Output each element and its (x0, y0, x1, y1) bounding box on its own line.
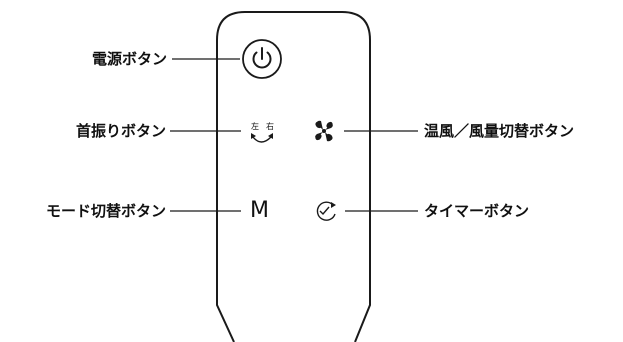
timer-button[interactable] (316, 201, 336, 221)
mode-button-label: モード切替ボタン (45, 202, 166, 220)
swing-left-char: 左 (251, 122, 259, 131)
fan-icon (315, 120, 333, 142)
mode-button-letter[interactable]: M (250, 198, 269, 223)
timer-button-label: タイマーボタン (424, 202, 530, 220)
power-button-label: 電源ボタン (91, 50, 167, 68)
power-button[interactable] (242, 39, 282, 79)
swing-arrows-icon (251, 133, 273, 143)
power-icon (252, 47, 272, 69)
swing-button[interactable] (251, 133, 273, 143)
airflow-button[interactable] (314, 120, 334, 142)
airflow-button-label: 温風／風量切替ボタン (424, 122, 575, 140)
timer-icon (316, 201, 336, 221)
swing-button-label: 首振りボタン (75, 122, 166, 140)
remote-body-outline (216, 11, 371, 342)
swing-right-char: 右 (266, 122, 274, 131)
